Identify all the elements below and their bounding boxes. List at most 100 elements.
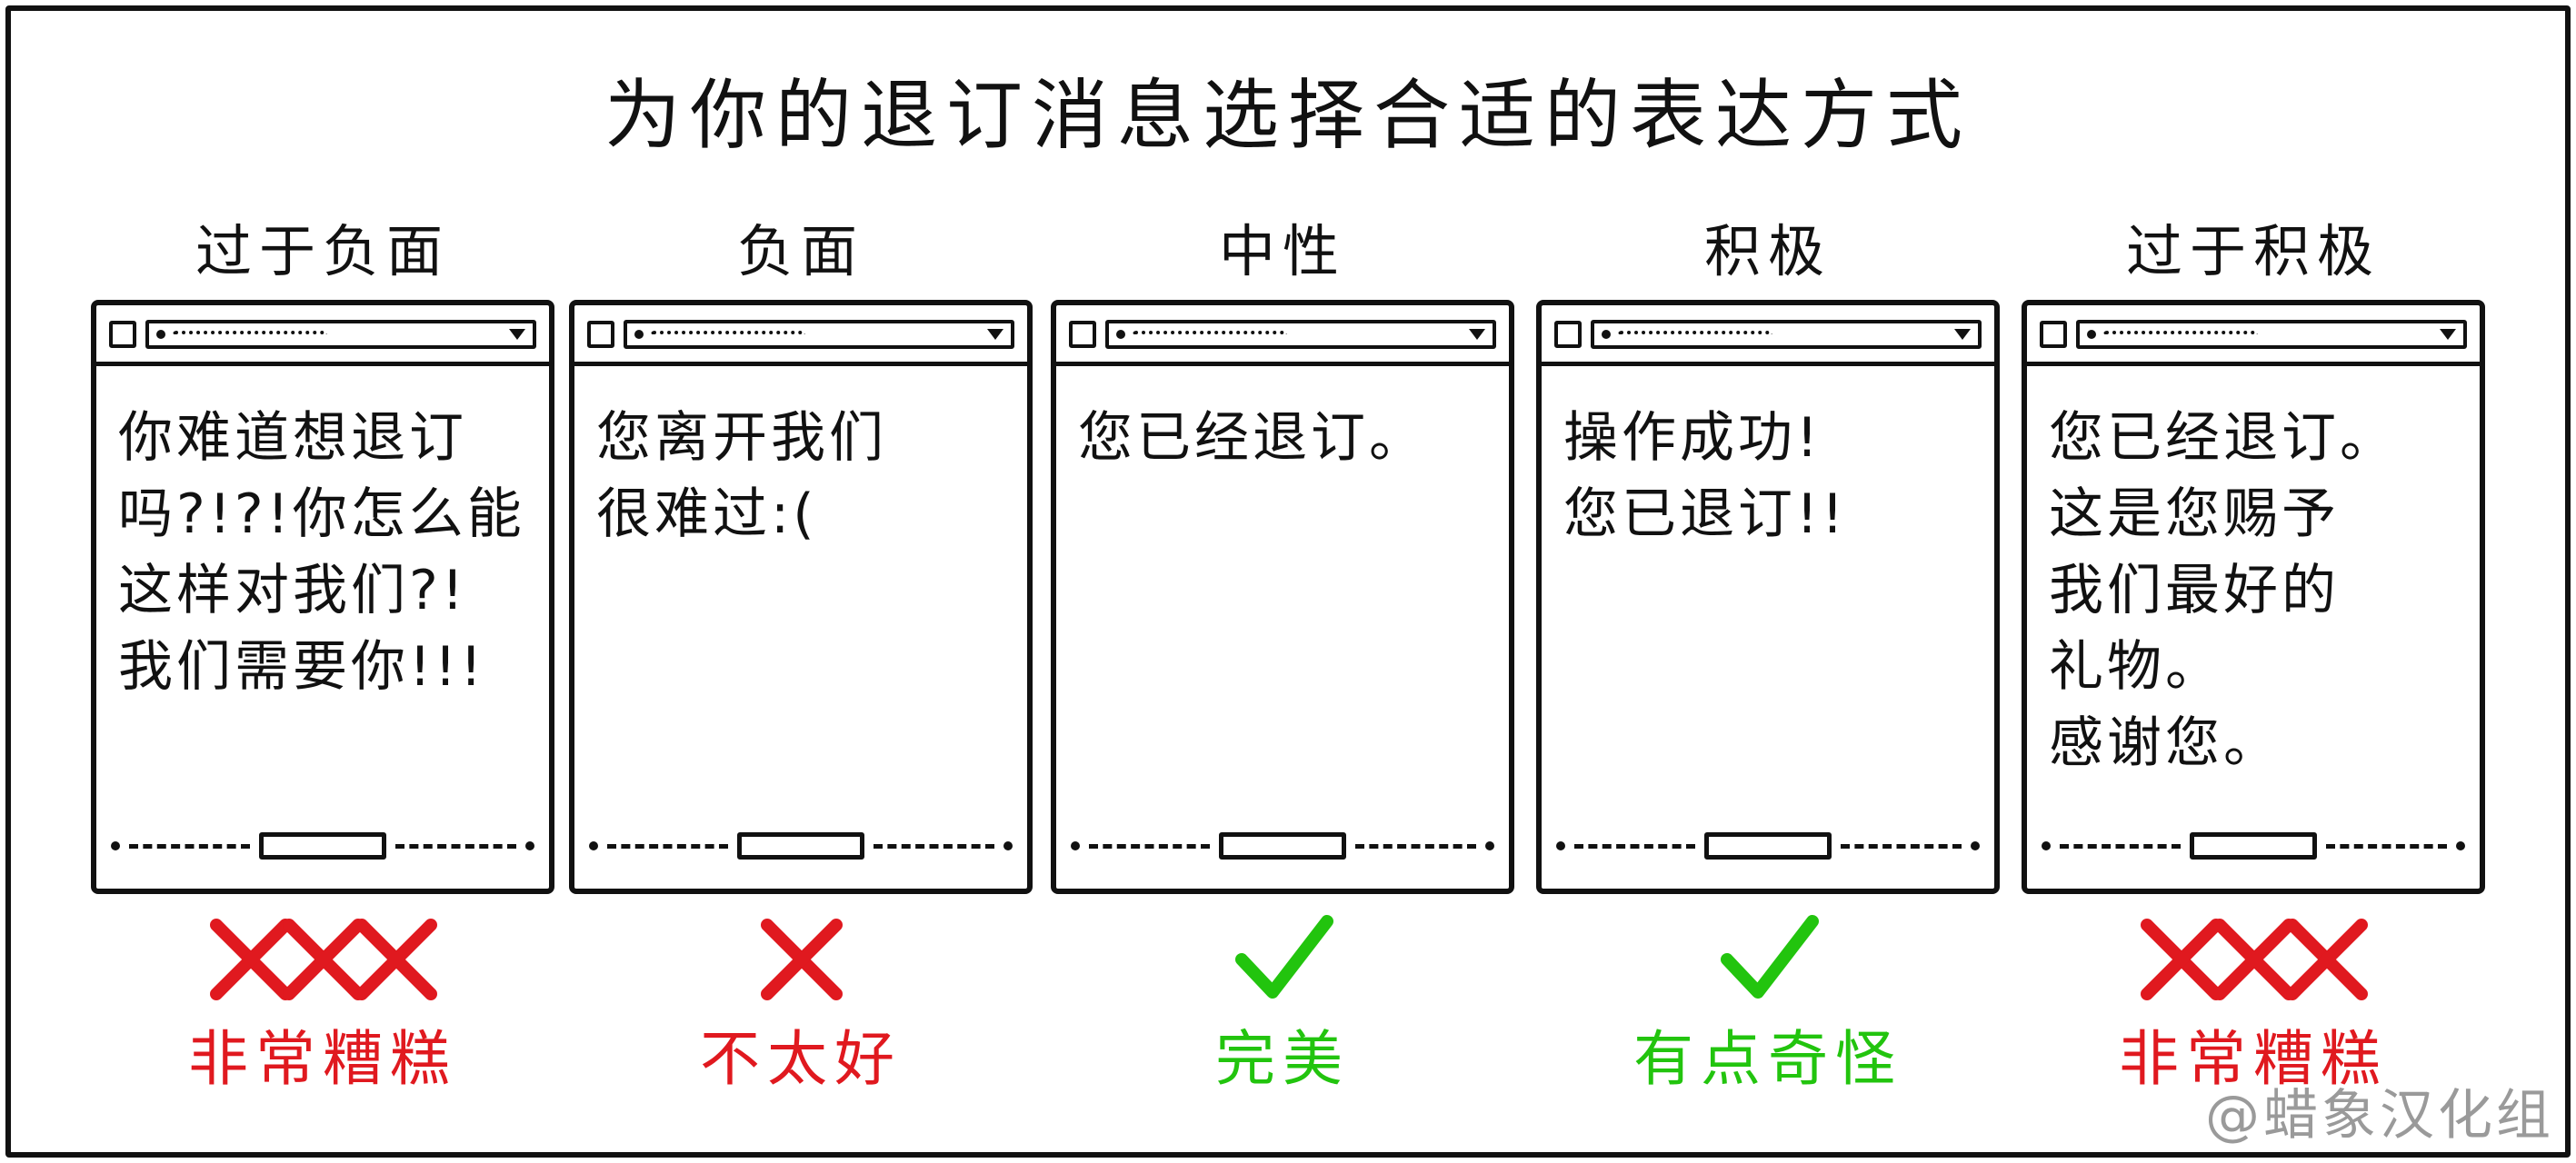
column-positive: 积极 操作成功! 您已退订!! 有点奇怪 [1536,0,2000,1163]
browser-window: 您离开我们 很难过:( [569,300,1033,894]
window-button [587,321,614,348]
window-footer [1071,830,1494,861]
footer-dot-icon [1556,841,1565,850]
cross-icon [2286,919,2368,1000]
address-bar [145,320,536,349]
address-scribble [1133,331,1287,338]
dropdown-arrow-icon [2440,329,2456,340]
address-scribble [2103,331,2258,338]
cross-icon [761,919,843,1000]
footer-dot-icon [1071,841,1080,850]
comic-frame [5,5,2571,1158]
address-dot-icon [634,330,644,339]
address-bar [1591,320,1982,349]
address-scribble [1618,331,1772,338]
footer-dot-icon [2042,841,2051,850]
verdict-label: 完美 [1215,1024,1350,1094]
column-heading: 中性 [1218,218,1346,284]
window-toolbar [1069,316,1496,353]
window-button [1069,321,1096,348]
window-toolbar [1554,316,1982,353]
browser-window: 您已经退订。 [1051,300,1514,894]
footer-button [1704,832,1832,860]
verdict-label: 非常糟糕 [2119,1024,2388,1094]
toolbar-divider [1056,362,1509,366]
footer-dot-icon [1971,841,1980,850]
footer-line [1574,843,1695,849]
address-scribble [173,331,327,338]
comic-title: 为你的退订消息选择合适的表达方式 [604,71,1972,160]
browser-window: 你难道想退订 吗?!?!你怎么能 这样对我们?! 我们需要你!!! [91,300,554,894]
address-bar [1105,320,1496,349]
verdict-marks [1235,915,1333,999]
unsubscribe-message: 你难道想退订 吗?!?!你怎么能 这样对我们?! 我们需要你!!! [118,406,525,699]
footer-dot-icon [1003,841,1013,850]
cross-icon [210,919,292,1000]
browser-window: 您已经退订。 这是您赐予 我们最好的 礼物。 感谢您。 [2022,300,2485,894]
toolbar-divider [1542,362,1994,366]
footer-button [1219,832,1346,860]
unsubscribe-message: 您已经退订。 这是您赐予 我们最好的 礼物。 感谢您。 [2049,406,2398,775]
verdict-label: 非常糟糕 [188,1024,457,1094]
dropdown-arrow-icon [1469,329,1485,340]
window-toolbar [109,316,536,353]
column-too-positive: 过于积极 您已经退订。 这是您赐予 我们最好的 礼物。 感谢您。 [2022,0,2485,1163]
browser-window: 操作成功! 您已退订!! [1536,300,2000,894]
verdict-label: 不太好 [700,1024,902,1094]
toolbar-divider [96,362,549,366]
window-footer [111,830,534,861]
column-neutral: 中性 您已经退订。 完美 [1051,0,1514,1163]
footer-button [259,832,386,860]
verdict-marks [1721,915,1819,999]
footer-line [874,843,994,849]
verdict-marks [761,919,843,1000]
footer-line [607,843,728,849]
window-footer [2042,830,2465,861]
footer-dot-icon [111,841,120,850]
unsubscribe-message: 您已经退订。 [1078,406,1427,470]
toolbar-divider [574,362,1027,366]
footer-dot-icon [589,841,598,850]
footer-line [2326,843,2447,849]
window-footer [589,830,1013,861]
footer-button [737,832,864,860]
footer-line [2060,843,2181,849]
window-toolbar [2040,316,2467,353]
dropdown-arrow-icon [1954,329,1971,340]
footer-button [2190,832,2317,860]
footer-dot-icon [1485,841,1494,850]
window-toolbar [587,316,1014,353]
check-icon [1721,915,1819,999]
column-heading: 过于负面 [195,218,450,284]
footer-line [1089,843,1210,849]
address-bar [624,320,1014,349]
window-button [2040,321,2067,348]
credit-watermark: @蜡象汉化组 [2205,1084,2554,1148]
column-heading: 负面 [736,218,864,284]
footer-line [395,843,516,849]
address-dot-icon [1116,330,1125,339]
footer-dot-icon [2456,841,2465,850]
cross-icon [355,919,437,1000]
footer-dot-icon [525,841,534,850]
address-scribble [651,331,805,338]
footer-line [1355,843,1476,849]
address-bar [2076,320,2467,349]
footer-line [129,843,250,849]
address-dot-icon [2087,330,2096,339]
window-button [109,321,136,348]
column-too-negative: 过于负面 你难道想退订 吗?!?!你怎么能 这样对我们?! 我们需要你!!! [91,0,554,1163]
column-negative: 负面 您离开我们 很难过:( 不太好 [569,0,1033,1163]
column-heading: 积极 [1703,218,1832,284]
cross-icon [2213,919,2295,1000]
toolbar-divider [2027,362,2480,366]
window-button [1554,321,1582,348]
dropdown-arrow-icon [509,329,525,340]
unsubscribe-message: 您离开我们 很难过:( [596,406,887,546]
dropdown-arrow-icon [987,329,1003,340]
unsubscribe-message: 操作成功! 您已退订!! [1563,406,1848,546]
cross-icon [2141,919,2222,1000]
footer-line [1841,843,1962,849]
verdict-marks [210,919,437,1000]
check-icon [1235,915,1333,999]
